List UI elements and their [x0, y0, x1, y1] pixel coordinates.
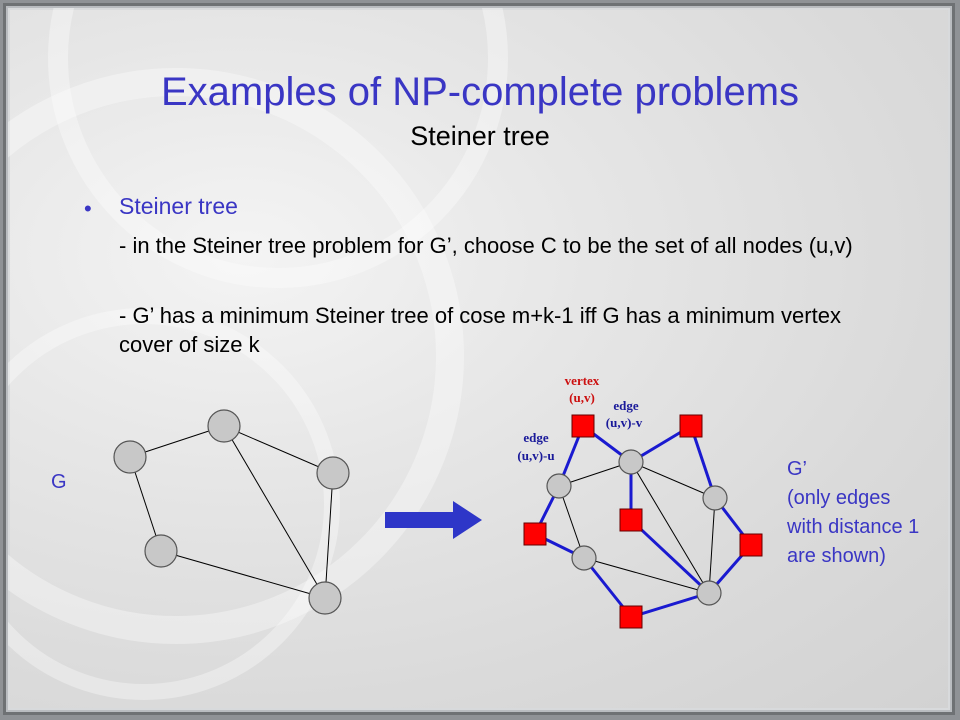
- graph-gprime-nodes: [546, 449, 728, 606]
- graph-gprime-edge: [583, 557, 710, 594]
- graph-g-edge: [223, 425, 326, 599]
- edge-vertex-square: [679, 414, 703, 438]
- graph-g-nodes: [113, 409, 350, 615]
- annotation-edge-v-line1: edge: [613, 398, 639, 413]
- graph-g-node: [316, 456, 350, 490]
- bullet-heading: Steiner tree: [119, 193, 238, 219]
- graph-g-node: [207, 409, 241, 443]
- graph-gprime-note: (only edges with distance 1 are shown): [787, 487, 920, 567]
- graph-gprime-node: [702, 485, 728, 511]
- edge-vertex-square: [571, 414, 595, 438]
- transform-arrow-icon: [385, 501, 482, 539]
- graph-gprime-edge-vertices: [523, 414, 763, 629]
- edge-vertex-square: [523, 522, 547, 546]
- edge-vertex-square: [619, 508, 643, 532]
- graph-gprime-title: G’: [787, 458, 807, 480]
- graph-gprime-label: G’ (only edges with distance 1 are shown…: [787, 455, 927, 571]
- graph-gprime-edge: [558, 461, 632, 487]
- edge-vertex-square: [739, 533, 763, 557]
- annotation-vertex-line1: vertex: [565, 373, 600, 388]
- graph-gprime-edge: [630, 461, 710, 594]
- tree-edge: [629, 518, 711, 595]
- graph-g-edge: [223, 425, 334, 474]
- graph-gprime-node: [546, 473, 572, 499]
- graph-g: [129, 425, 334, 599]
- slide-subtitle: Steiner tree: [410, 121, 550, 151]
- annotation-edge-u-line2: (u,v)-u: [517, 448, 554, 463]
- graph-gprime-edge: [708, 497, 716, 594]
- graph-gprime-node: [571, 545, 597, 571]
- graph-g-node: [113, 440, 147, 474]
- graph-gprime-node: [618, 449, 644, 475]
- bullet-line-2: - G’ has a minimum Steiner tree of cose …: [119, 303, 841, 357]
- annotation-edge-v-line2: (u,v)-v: [606, 415, 643, 430]
- bullet-marker: •: [84, 196, 92, 221]
- graph-gprime-edges: [558, 461, 716, 594]
- slide-title: Examples of NP-complete problems: [160, 70, 800, 114]
- graph-gprime-node: [696, 580, 722, 606]
- tree-edge: [630, 591, 710, 619]
- graph-g-label: G: [51, 471, 67, 493]
- bullet-line-1: - in the Steiner tree problem for G’, ch…: [119, 233, 853, 258]
- edge-vertex-square: [619, 605, 643, 629]
- graph-g-edge: [160, 550, 326, 599]
- annotation-vertex-line2: (u,v): [569, 390, 595, 405]
- graph-g-node: [144, 534, 178, 568]
- graph-g-node: [308, 581, 342, 615]
- graph-g-edge: [324, 472, 334, 599]
- graph-gprime-edge: [558, 485, 585, 559]
- graph-gprime-edge: [630, 461, 716, 499]
- tree-edge: [689, 425, 717, 499]
- annotation-edge-u-line1: edge: [523, 430, 549, 445]
- slide-background: [6, 6, 952, 712]
